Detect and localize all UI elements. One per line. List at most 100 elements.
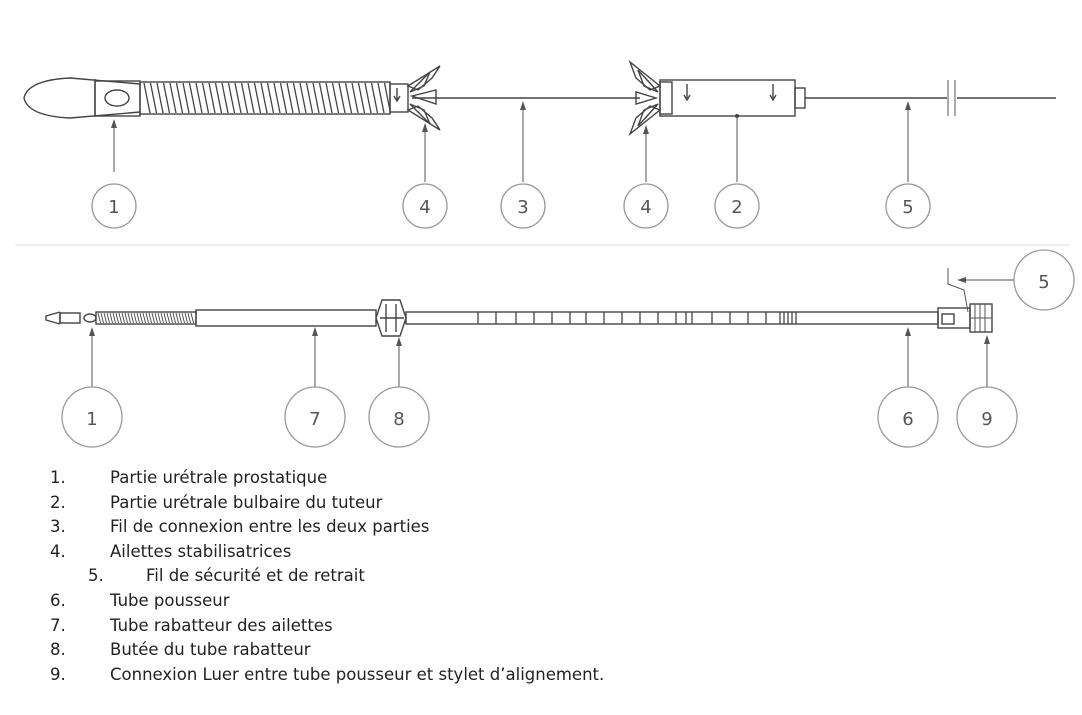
svg-text:8: 8: [393, 409, 404, 430]
coil-winding: [154, 312, 158, 324]
coil-winding: [130, 312, 134, 324]
legend-number: 2.: [50, 492, 66, 512]
coil-winding: [273, 82, 281, 114]
folding-tube: [195, 309, 377, 327]
legend-text: Fil de connexion entre les deux parties: [110, 517, 430, 537]
coil-winding: [136, 312, 140, 324]
bottom-leader-lines: [89, 277, 1014, 390]
bulbar-marker-dot: [735, 114, 739, 118]
coil-winding: [299, 82, 307, 114]
coil-winding: [201, 82, 210, 114]
svg-text:4: 4: [419, 197, 430, 218]
coil-winding: [151, 312, 155, 324]
bottom-eyelet: [83, 313, 97, 323]
svg-text:5: 5: [1038, 272, 1049, 293]
coil-winding: [166, 312, 170, 324]
coil-winding: [208, 82, 216, 114]
coil-winding: [163, 312, 167, 324]
legend-text: Partie urétrale bulbaire du tuteur: [110, 492, 383, 512]
coil-winding: [253, 82, 262, 114]
callout-bottom-6: 6: [877, 386, 939, 448]
coil-winding: [279, 82, 288, 114]
coil-winding: [182, 82, 190, 114]
legend-text: Connexion Luer entre tube pousseur et st…: [110, 664, 605, 684]
coil-winding: [331, 82, 340, 114]
svg-text:9: 9: [981, 409, 992, 430]
coil-winding: [260, 82, 268, 114]
coil-winding: [97, 312, 101, 324]
coil-winding: [214, 82, 223, 114]
coil-winding: [190, 312, 194, 324]
callout-top-1: 1: [91, 183, 137, 229]
coil-winding: [364, 82, 372, 114]
coil-winding: [178, 312, 182, 324]
svg-text:1: 1: [86, 409, 97, 430]
prostatic-coil: [143, 82, 392, 114]
coil-winding: [145, 312, 149, 324]
legend-number: 9.: [50, 664, 66, 684]
coil-winding: [157, 312, 161, 324]
bottom-device-drawing: [45, 268, 993, 337]
callout-top-4: 4: [623, 183, 669, 229]
callout-bottom-8: 8: [368, 386, 430, 448]
bottom-tip: [45, 311, 61, 325]
coil-winding: [149, 82, 158, 114]
coil-winding: [124, 312, 128, 324]
coil-winding: [100, 312, 104, 324]
coil-winding: [169, 312, 173, 324]
coil-winding: [156, 82, 164, 114]
svg-text:7: 7: [309, 409, 320, 430]
svg-text:6: 6: [902, 409, 913, 430]
callout-bottom-1: 1: [61, 386, 123, 448]
legend-text: Tube pousseur: [110, 590, 230, 610]
svg-text:1: 1: [108, 197, 119, 218]
svg-text:3: 3: [517, 197, 528, 218]
coil-winding: [344, 82, 353, 114]
coil-winding: [109, 312, 113, 324]
coil-winding: [160, 312, 164, 324]
coil-winding: [139, 312, 143, 324]
legend-text: Ailettes stabilisatrices: [110, 541, 292, 561]
coil-winding: [240, 82, 249, 114]
luer-connector: [969, 303, 993, 333]
coil-winding: [370, 82, 379, 114]
legend-number: 7.: [50, 615, 66, 635]
coil-winding: [172, 312, 176, 324]
coil-winding: [112, 312, 116, 324]
left-stabilizing-wings: [406, 65, 441, 131]
coil-winding: [292, 82, 301, 114]
coil-winding: [221, 82, 229, 114]
folding-tube-stop: [375, 299, 407, 337]
prostatic-tip: [23, 77, 141, 119]
top-device-drawing: [23, 59, 1056, 137]
coil-winding: [247, 82, 255, 114]
coil-winding: [127, 312, 131, 324]
pusher-tube-graduations: [477, 312, 797, 324]
legend-text: Partie urétrale prostatique: [110, 468, 328, 487]
coil-winding: [227, 82, 236, 114]
coil-winding: [184, 312, 188, 324]
coil-winding: [118, 312, 122, 324]
coil-winding: [143, 82, 151, 114]
bottom-coil: [97, 312, 194, 324]
coil-winding: [318, 82, 327, 114]
svg-text:2: 2: [731, 197, 742, 218]
coil-winding: [325, 82, 333, 114]
legend-text: Fil de sécurité et de retrait: [146, 566, 365, 586]
coil-winding: [351, 82, 359, 114]
coil-winding: [181, 312, 185, 324]
callout-bottom-7: 7: [284, 386, 346, 448]
coil-winding: [357, 82, 366, 114]
callout-bottom-9: 9: [956, 386, 1018, 448]
safety-wire-tail: [947, 268, 969, 313]
legend-number: 6.: [50, 590, 66, 610]
callout-top-5: 2: [714, 183, 760, 229]
coil-winding: [195, 82, 203, 114]
top-leader-lines: [111, 101, 911, 182]
coil-winding: [305, 82, 314, 114]
device-diagram: 1 4 3 4 2 5: [15, 59, 1075, 448]
coil-winding: [338, 82, 346, 114]
coil-winding: [103, 312, 107, 324]
coil-winding: [162, 82, 171, 114]
coil-winding: [234, 82, 242, 114]
